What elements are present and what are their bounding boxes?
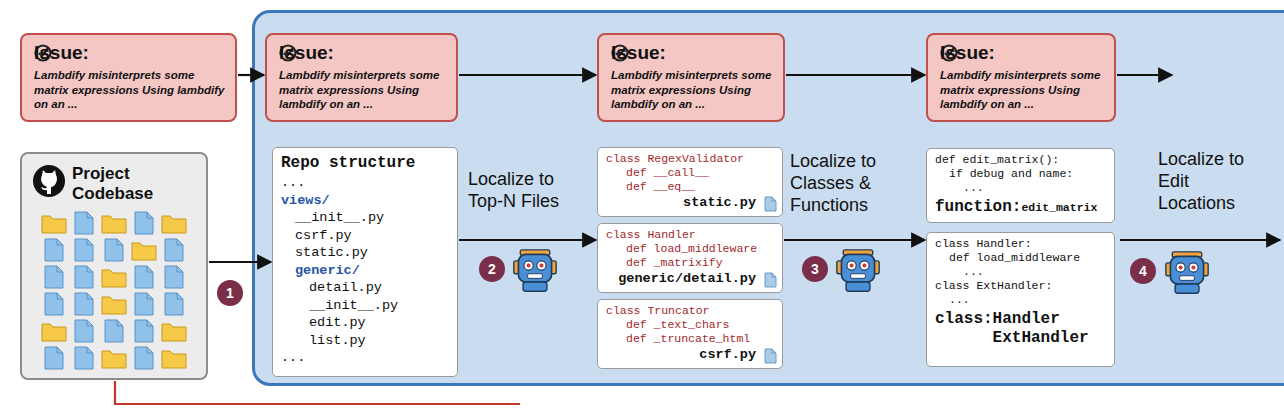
file-icon: [764, 348, 777, 364]
code-line: def __eq__: [606, 180, 774, 194]
issue-box: Issue: Lambdify misinterprets some matrix…: [265, 33, 458, 122]
repo-title: Repo structure: [281, 152, 449, 174]
robot-icon: [837, 250, 879, 291]
file-name: list.py: [281, 332, 449, 350]
github-icon: [31, 163, 67, 199]
file-name: detail.py: [281, 279, 449, 297]
file-name: __init__.py: [281, 209, 449, 227]
issue-box: Issue: Lambdify misinterprets some matrix…: [597, 33, 785, 122]
code-line: ...: [935, 181, 1106, 195]
edge-label: Localize to Top-N Files: [468, 168, 593, 212]
issue-text: Lambdify misinterprets some matrix expre…: [611, 68, 773, 112]
file-name: ...: [281, 349, 449, 367]
code-line: def _text_chars: [606, 318, 774, 332]
step-number: 2: [479, 256, 505, 282]
file-name: edit.py: [281, 314, 449, 332]
file-path: generic/detail.py: [606, 270, 774, 287]
issue-heading: Issue:: [279, 41, 446, 65]
location-kind: function:: [935, 198, 1021, 217]
file-name: csrf.py: [281, 227, 449, 245]
step-number: 1: [217, 280, 243, 306]
flow-arrow: [459, 239, 596, 241]
code-line: ...: [935, 293, 1106, 307]
code-line: def load_middleware: [935, 251, 1106, 265]
code-snippet-box: class Handlerdef load_middlewaredef _mat…: [597, 223, 783, 293]
step-label: Localize to Edit Locations: [1158, 148, 1258, 214]
flow-arrow: [1117, 74, 1172, 76]
file-path: static.py: [606, 194, 774, 211]
directory-name: views/: [281, 192, 449, 210]
code-line: def _truncate_html: [606, 332, 774, 346]
code-line: class ExtHandler:: [935, 279, 1106, 293]
edit-location-box: def edit_matrix():if debug and name:... f…: [926, 148, 1115, 223]
file-icons: [38, 210, 198, 375]
location-name: edit_matrix: [1021, 198, 1097, 217]
file-name: __init__.py: [281, 297, 449, 315]
code-snippet-box: class Truncatordef _text_charsdef _trunc…: [597, 299, 783, 369]
issue-heading: Issue:: [611, 41, 773, 65]
feedback-line: [115, 381, 520, 404]
robot-icon: [514, 250, 556, 291]
codebase-box: Project Codebase: [20, 152, 208, 380]
flow-arrow: [1120, 239, 1280, 241]
repo-structure-box: Repo structure...views/__init__.pycsrf.p…: [272, 147, 458, 377]
code-line: def load_middleware: [606, 242, 774, 256]
step-number: 3: [802, 256, 828, 282]
code-line: def __call__: [606, 166, 774, 180]
text-row: class:Handler ExtHandler: [935, 310, 1106, 348]
flow-arrow: [459, 74, 596, 76]
flow-arrow: [209, 261, 271, 263]
issue-box: Issue: Lambdify misinterprets some matrix…: [926, 33, 1116, 122]
issue-text: Lambdify misinterprets some matrix expre…: [34, 68, 225, 112]
issue-text: Lambdify misinterprets some matrix expre…: [940, 68, 1104, 112]
robot-icon: [1166, 252, 1208, 293]
step-number: 4: [1130, 258, 1156, 284]
file-name: static.py: [281, 244, 449, 262]
code-snippet-box: class RegexValidatordef __call__def __eq…: [597, 147, 783, 217]
flow-arrow: [786, 74, 925, 76]
issue-heading: Issue:: [940, 41, 1104, 65]
file-name: ...: [281, 174, 449, 192]
issue-heading: Issue:: [34, 41, 225, 65]
code-line: ...: [935, 265, 1106, 279]
location-kind: class:: [935, 310, 993, 329]
flow-arrow: [784, 239, 925, 241]
code-line: def edit_matrix():: [935, 153, 1106, 167]
flow-arrow: [238, 74, 264, 76]
text-row: function:edit_matrix: [935, 198, 1106, 217]
location-name: Handler ExtHandler: [993, 310, 1099, 348]
issue-box: Issue: Lambdify misinterprets some matrix…: [20, 33, 237, 122]
code-line: class Handler: [606, 228, 774, 242]
code-line: if debug and name:: [935, 167, 1106, 181]
issue-text: Lambdify misinterprets some matrix expre…: [279, 68, 446, 112]
file-path: csrf.py: [606, 346, 774, 363]
edge-label: Localize to Classes & Functions: [790, 150, 915, 216]
directory-name: generic/: [281, 262, 449, 280]
file-icon: [764, 272, 777, 288]
code-line: class RegexValidator: [606, 152, 774, 166]
edit-location-box: class Handler:def load_middleware...clas…: [926, 232, 1115, 367]
file-icon: [764, 196, 777, 212]
codebase-title: Project Codebase: [72, 164, 196, 204]
code-line: class Truncator: [606, 304, 774, 318]
code-line: def _matrixify: [606, 256, 774, 270]
code-line: class Handler:: [935, 237, 1106, 251]
